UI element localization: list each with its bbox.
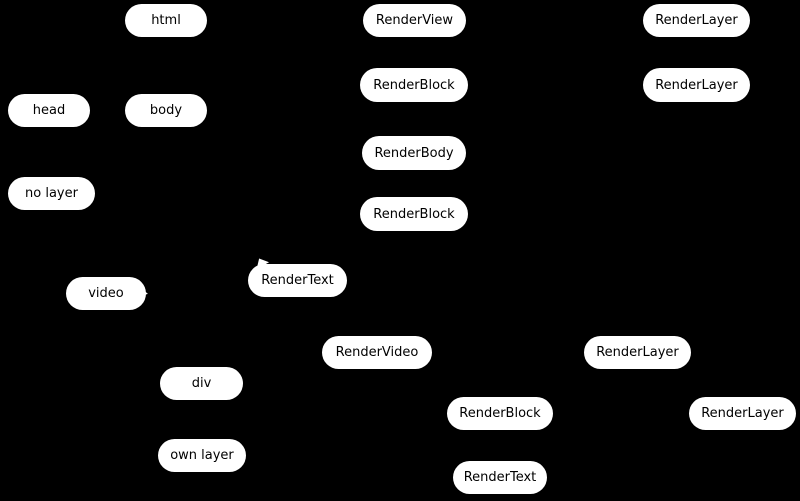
node-render-layer-2: RenderLayer: [643, 68, 750, 102]
node-render-text-2: RenderText: [453, 461, 547, 494]
node-render-body: RenderBody: [362, 136, 466, 170]
node-render-layer-4: RenderLayer: [689, 397, 796, 430]
node-render-block-3: RenderBlock: [447, 397, 553, 430]
node-head: head: [8, 94, 90, 127]
node-body: body: [125, 94, 207, 127]
edge-arrowhead-video-icon: [138, 287, 149, 299]
node-own-layer: own layer: [158, 439, 246, 472]
node-html: html: [125, 4, 207, 37]
node-render-text-1: RenderText: [248, 264, 347, 297]
node-div: div: [160, 367, 243, 400]
node-render-view: RenderView: [363, 4, 466, 37]
node-no-layer: no layer: [8, 177, 95, 210]
node-render-layer-3: RenderLayer: [584, 336, 691, 369]
node-render-block-2: RenderBlock: [360, 197, 468, 231]
node-render-video: RenderVideo: [322, 336, 432, 369]
node-render-block-1: RenderBlock: [360, 68, 468, 102]
node-render-layer-1: RenderLayer: [643, 4, 750, 37]
node-video: video: [66, 277, 146, 310]
